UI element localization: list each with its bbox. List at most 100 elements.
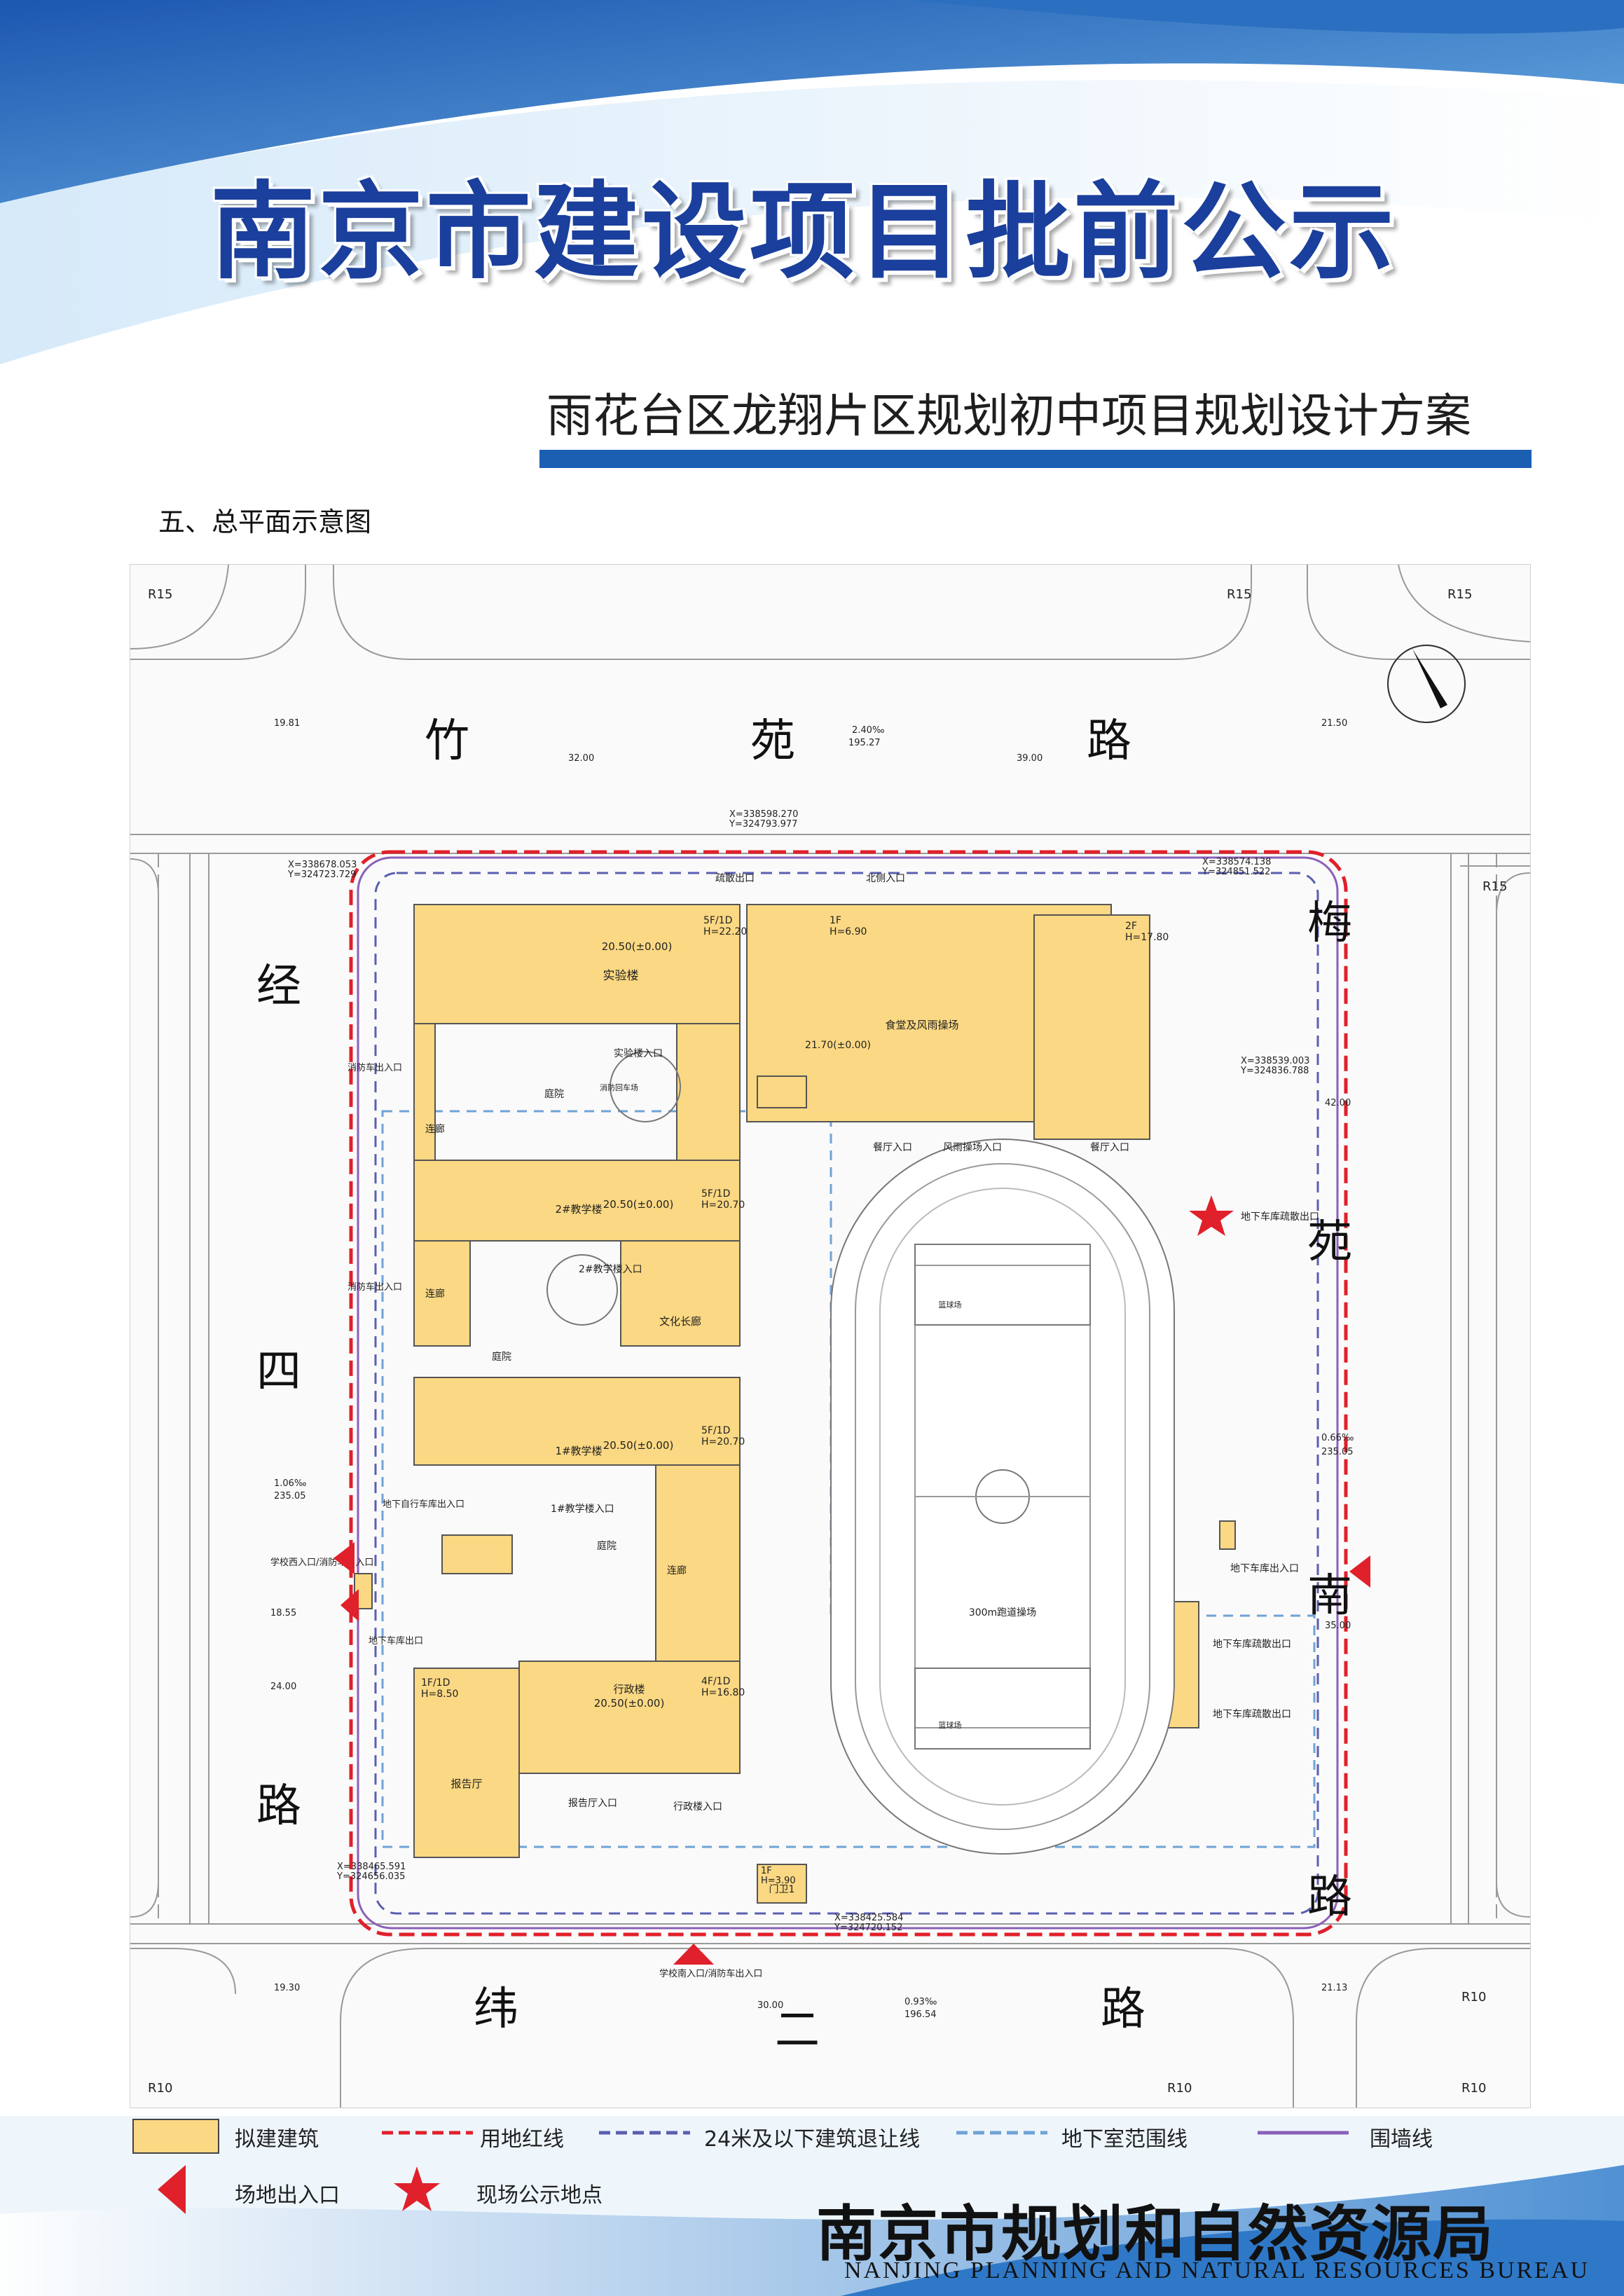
building-labels: 实验楼 20.50(±0.00) 5F/1D H=22.20 食堂及风雨操场 2…: [421, 915, 1169, 1895]
label-coord-nw: X=338678.053: [288, 860, 357, 870]
label-r15-e: R15: [1482, 879, 1507, 894]
label-report-entry: 报告厅入口: [568, 1798, 617, 1809]
label-teach2: 2#教学楼: [555, 1203, 602, 1216]
label-gate: 门卫1: [769, 1884, 795, 1895]
label-width-35: 35.00: [1325, 1621, 1351, 1631]
south-entry-marker-icon: [673, 1944, 714, 1965]
label-hall-height: H=8.50: [421, 1689, 458, 1700]
label-west-gate: 学校西入口/消防车出入口: [270, 1557, 373, 1568]
label-fire-exit-1: 消防车出入口: [347, 1062, 402, 1073]
west-entry-marker-icon: [333, 1542, 355, 1574]
wall-line: [357, 856, 1339, 1930]
legend-basement-swatch: [956, 2131, 1047, 2135]
label-grade-n: 2.40‰: [852, 725, 884, 736]
label-grade-w: 1.06‰: [274, 1478, 306, 1489]
label-bike-garage: 地下自行车库出入口: [383, 1499, 465, 1510]
dimension-labels: R15 R15 R15 R15 R10 R10 R10 R10 19.81 21…: [148, 587, 1507, 2096]
road-east-3: 南: [1307, 1570, 1352, 1622]
label-garage-east: 地下车库出入口: [1230, 1562, 1299, 1574]
section-title: 五、总平面示意图: [158, 507, 372, 537]
label-coord-sw: X=338465.591: [337, 1862, 406, 1872]
label-culture: 文化长廊: [659, 1315, 701, 1328]
label-r10-se2: R10: [1461, 2081, 1486, 2096]
fire-turnaround: [546, 1051, 681, 1326]
label-north-entry: 北侧入口: [866, 873, 905, 884]
label-corridor-1: 连廊: [425, 1123, 445, 1135]
label-garage-east-exit: 地下车库疏散出口: [1241, 1211, 1319, 1223]
label-court-1: 篮球场: [939, 1300, 962, 1309]
label-coord-n: X=338598.270: [729, 809, 798, 820]
label-canteen-entry-2: 餐厅入口: [1090, 1142, 1129, 1153]
label-lab-entry: 实验楼入口: [614, 1048, 663, 1059]
legend-star-icon: [394, 2166, 440, 2211]
legend-basement: 地下室范围线: [1061, 2127, 1188, 2152]
entrance-labels: 实验楼入口 2#教学楼入口 1#教学楼入口 报告厅入口 行政楼入口 餐厅入口 餐…: [270, 873, 1319, 1979]
legend-red-line-swatch: [382, 2131, 473, 2135]
building-hall: [413, 1668, 520, 1858]
building-bike: [441, 1534, 513, 1574]
label-coord-nw-y: Y=324723.729: [287, 869, 356, 880]
road-east-2: 苑: [1307, 1216, 1352, 1268]
label-canteen-info: 1F: [830, 915, 841, 926]
label-width-24: 24.00: [270, 1682, 296, 1692]
site-plan-drawing: 实验楼 20.50(±0.00) 5F/1D H=22.20 食堂及风雨操场 2…: [130, 565, 1530, 2108]
label-courtyard-2: 庭院: [492, 1351, 511, 1363]
bureau-name-en: NANJING PLANNING AND NATURAL RESOURCES B…: [844, 2257, 1590, 2283]
label-r10-s: R10: [1167, 2081, 1192, 2096]
label-evac-exit: 疏散出口: [715, 873, 755, 884]
label-gate-height: H=3.90: [761, 1876, 796, 1886]
legend-setback-swatch: [599, 2131, 690, 2135]
label-coord-n-y: Y=324793.977: [729, 819, 797, 830]
label-canteen-entry: 餐厅入口: [873, 1142, 912, 1153]
building-lab: [413, 904, 741, 1024]
subtitle-underline: [539, 450, 1532, 468]
west-entry-marker-2-icon: [340, 1589, 359, 1621]
legend-building-swatch: [132, 2119, 219, 2154]
label-coord-ne-y: Y=324851.522: [1202, 867, 1270, 877]
label-elev-1855: 18.55: [270, 1608, 296, 1618]
label-fire-lane: 消防回车场: [600, 1082, 638, 1092]
label-fire-exit-2: 消防车出入口: [347, 1281, 402, 1293]
label-elev-2113: 21.13: [1321, 1983, 1347, 1993]
east-entry-marker-icon: [1349, 1555, 1370, 1588]
road-curbs: [130, 565, 1530, 2108]
label-teach1-level: 20.50(±0.00): [603, 1439, 674, 1452]
label-admin-info: 4F/1D: [701, 1676, 730, 1687]
building-small: [757, 1075, 807, 1108]
road-north-2: 苑: [750, 715, 795, 767]
label-corridor-2: 连廊: [425, 1288, 445, 1300]
label-grade-n-len: 195.27: [848, 738, 881, 748]
road-north-3: 路: [1087, 715, 1131, 767]
label-courtyard-3: 庭院: [597, 1540, 617, 1552]
label-garage-evac-2: 地下车库疏散出口: [1213, 1708, 1291, 1720]
entry-markers: [333, 1195, 1370, 1965]
label-coord-ne: X=338574.138: [1202, 857, 1271, 867]
label-teach2-info: 5F/1D: [701, 1188, 730, 1199]
label-hall-info: 1F/1D: [421, 1677, 450, 1689]
label-width-39: 39.00: [1017, 753, 1042, 764]
bureau-name-cn: 南京市规划和自然资源局: [816, 2199, 1494, 2269]
building-canteen-2f: [1033, 914, 1150, 1140]
road-west-1: 经: [256, 961, 301, 1012]
legend-wall: 围墙线: [1370, 2127, 1433, 2152]
label-lab: 实验楼: [603, 969, 639, 983]
label-garage-west: 地下车库出口: [369, 1635, 423, 1647]
label-garage-evac: 地下车库疏散出口: [1213, 1638, 1291, 1650]
label-r15-ne: R15: [1447, 587, 1472, 602]
land-red-line: [349, 850, 1348, 1937]
label-corridor-3: 连廊: [667, 1565, 687, 1576]
label-elev-1930: 19.30: [274, 1983, 300, 1993]
road-west-2: 四: [256, 1346, 301, 1398]
label-track: 300m跑道操场: [969, 1607, 1036, 1618]
road-south-1: 纬: [474, 1984, 518, 2035]
label-teach2-entry: 2#教学楼入口: [579, 1264, 642, 1275]
corner-circles: [130, 565, 1530, 723]
label-coord-e: X=338539.003: [1241, 1056, 1309, 1066]
building-teach1: [413, 1377, 741, 1466]
legend-entry: 场地出入口: [235, 2183, 340, 2208]
label-canteen-2f: 2F: [1125, 921, 1137, 932]
label-teach2-height: H=20.70: [701, 1199, 745, 1211]
label-coord-se: X=338425.584: [834, 1913, 903, 1923]
basement-line: [381, 1110, 1316, 1848]
legend-wall-swatch: [1258, 2131, 1349, 2135]
